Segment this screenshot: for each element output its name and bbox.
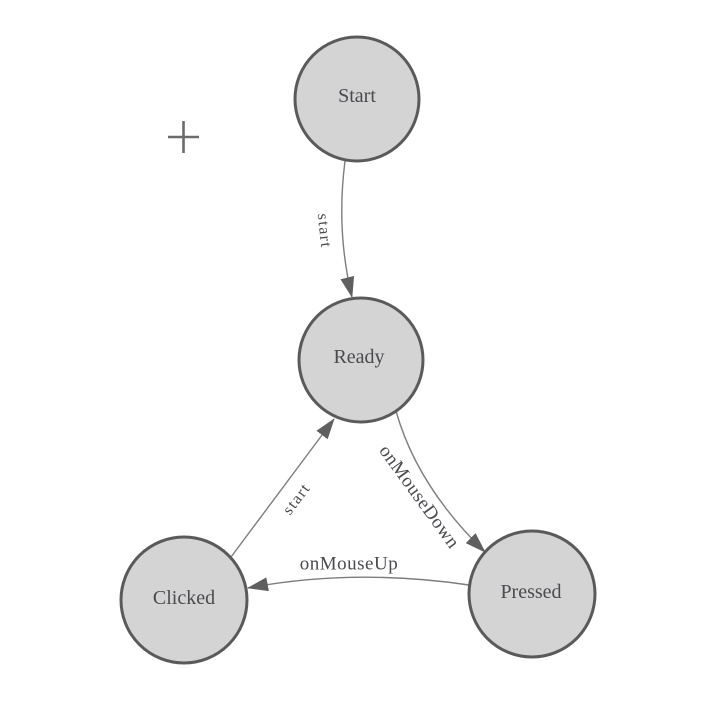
node-pressed[interactable]: Pressed [467, 529, 597, 659]
edge-label-start-to-ready: start [314, 213, 335, 250]
node-start[interactable]: Start [293, 35, 421, 163]
plus-crosshair-icon [168, 121, 199, 153]
node-ready[interactable]: Ready [297, 296, 425, 424]
edge-clicked-to-ready[interactable] [230, 418, 335, 558]
node-start-circle[interactable] [293, 35, 421, 163]
node-pressed-circle[interactable] [467, 529, 597, 659]
node-clicked-label: Clicked [153, 587, 215, 609]
node-start-label: Start [338, 85, 376, 107]
node-clicked-circle[interactable] [119, 535, 249, 665]
node-clicked[interactable]: Clicked [119, 535, 249, 665]
node-ready-label: Ready [333, 346, 384, 368]
edge-label-ready-to-pressed: onMouseDown [374, 441, 463, 553]
node-pressed-label: Pressed [500, 581, 561, 603]
edge-pressed-to-clicked[interactable] [247, 576, 470, 592]
edge-ready-to-pressed[interactable] [395, 410, 486, 553]
edge-label-pressed-to-clicked: onMouseUp [300, 554, 398, 575]
node-ready-circle[interactable] [297, 296, 425, 424]
edge-start-to-ready[interactable] [340, 160, 355, 298]
